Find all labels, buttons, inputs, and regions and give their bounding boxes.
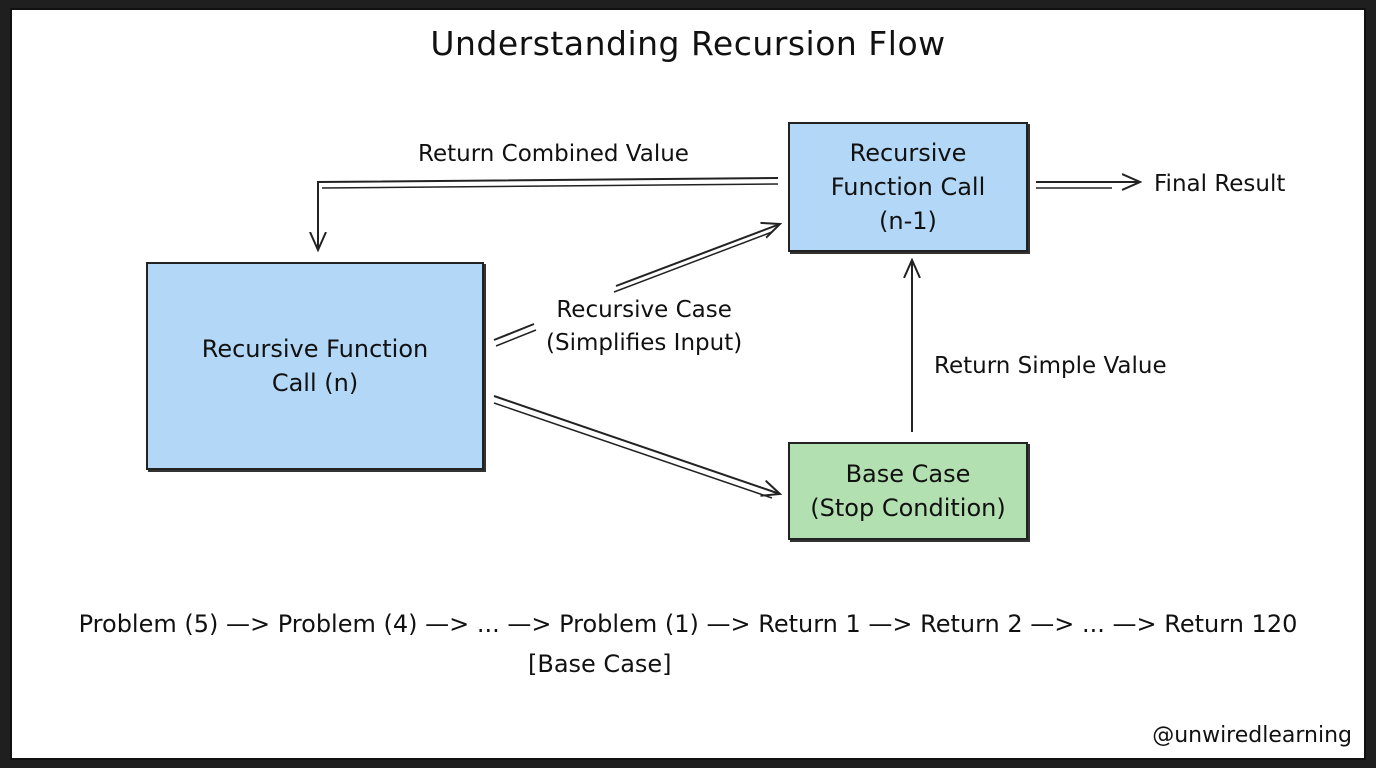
- edge-recursive-case: [493, 224, 780, 347]
- node-base-case: Base Case (Stop Condition): [788, 442, 1028, 540]
- edge-final-result: [1036, 182, 1140, 188]
- node-recursive-call-n-label: Recursive Function Call (n): [201, 335, 429, 397]
- node-base-case-label: Base Case (Stop Condition): [810, 460, 1006, 522]
- diagram-canvas: Understanding Recursion Flow: [10, 8, 1366, 760]
- edge-return-combined: [318, 177, 779, 250]
- recursion-sequence: Problem (5) —> Problem (4) —> ... —> Pro…: [78, 610, 1298, 638]
- label-recursive-case: Recursive Case (Simplifies Input): [546, 297, 743, 356]
- author-handle: @unwiredlearning: [1152, 723, 1352, 748]
- node-recursive-call-n-minus-1-label: Recursive Function Call (n-1): [830, 139, 986, 235]
- label-return-combined: Return Combined Value: [418, 141, 689, 167]
- label-final-result: Final Result: [1154, 171, 1286, 197]
- label-return-simple: Return Simple Value: [934, 353, 1167, 379]
- diagram-title: Understanding Recursion Flow: [430, 24, 946, 63]
- edge-to-base-case: [493, 395, 780, 499]
- sequence-base-case-note: [Base Case]: [528, 650, 672, 678]
- edges-layer: [12, 10, 1368, 499]
- node-recursive-call-n-minus-1: Recursive Function Call (n-1): [788, 122, 1028, 252]
- node-recursive-call-n: Recursive Function Call (n): [146, 262, 484, 470]
